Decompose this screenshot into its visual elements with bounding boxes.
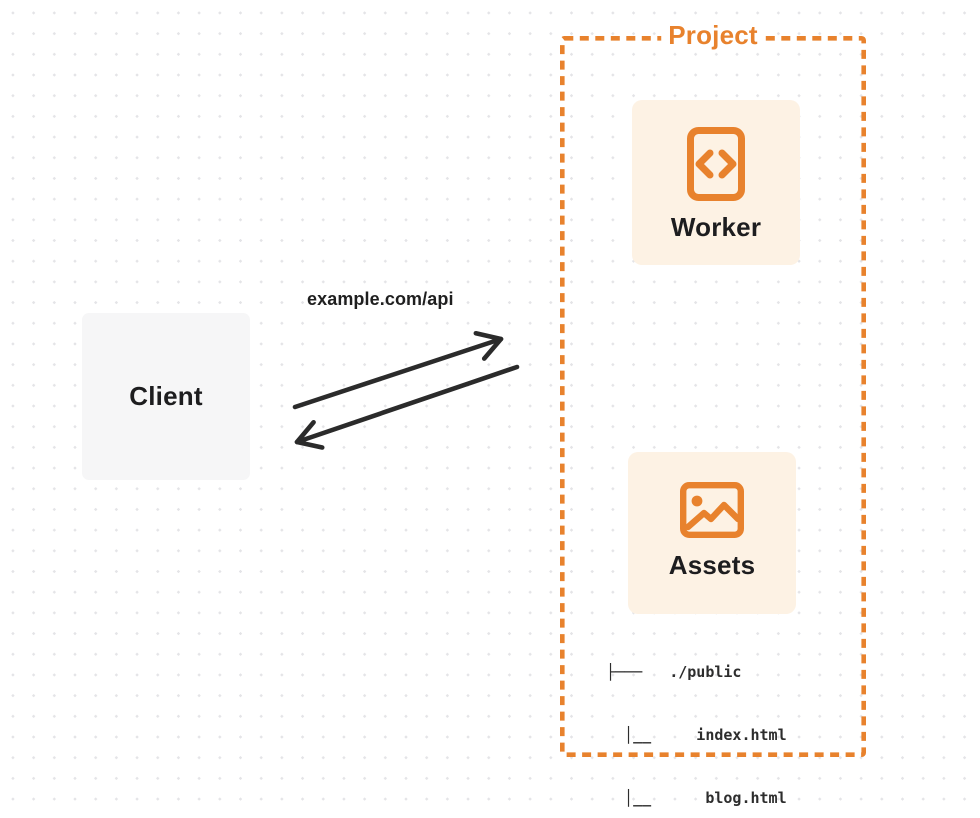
request-arrow bbox=[292, 330, 504, 410]
project-container: Project bbox=[560, 20, 866, 757]
file-tree-line-blog: │__ blog.html bbox=[606, 789, 787, 807]
project-label: Project bbox=[661, 20, 765, 51]
assets-file-tree: ├─── ./public │__ index.html │__ blog.ht… bbox=[606, 620, 787, 818]
client-label: Client bbox=[129, 381, 203, 411]
file-tree-line-index: │__ index.html bbox=[606, 726, 787, 744]
assets-label: Assets bbox=[668, 550, 756, 580]
assets-node: Assets bbox=[628, 452, 796, 614]
file-tree-line-public: ├─── ./public bbox=[606, 663, 742, 681]
worker-node: Worker bbox=[632, 100, 800, 265]
request-url-label: example.com/api bbox=[307, 289, 454, 309]
image-icon bbox=[680, 482, 744, 538]
code-file-icon bbox=[687, 127, 745, 201]
response-arrow bbox=[294, 364, 520, 450]
client-node: Client bbox=[82, 313, 250, 480]
worker-label: Worker bbox=[670, 212, 762, 242]
project-dashed-border bbox=[560, 36, 866, 757]
